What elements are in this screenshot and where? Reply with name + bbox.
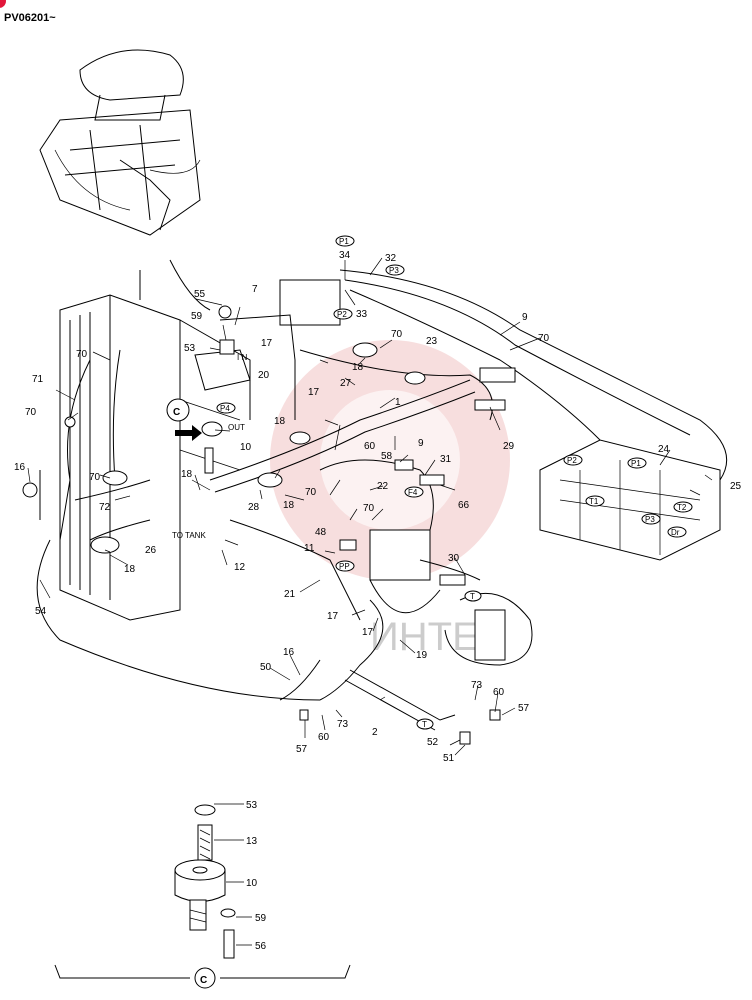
callout-17: 17 xyxy=(362,627,374,638)
callout-70: 70 xyxy=(363,503,375,514)
detail-view-c: C 53 13 10 59 56 xyxy=(54,800,351,989)
port-tag: T xyxy=(470,592,475,601)
callout-50: 50 xyxy=(260,662,272,673)
detail-callout-53: 53 xyxy=(246,800,258,811)
port-tag: P4 xyxy=(220,404,230,413)
callout-18: 18 xyxy=(352,362,364,373)
port-tag: T2 xyxy=(677,503,687,512)
callout-23: 23 xyxy=(426,336,438,347)
callout-19: 19 xyxy=(416,650,428,661)
detail-callout-56: 56 xyxy=(255,941,267,952)
port-tag: P3 xyxy=(645,515,655,524)
callout-20: 20 xyxy=(258,370,270,381)
to-tank-label: TO TANK xyxy=(172,531,206,540)
callout-60: 60 xyxy=(493,687,505,698)
detail-callout-13: 13 xyxy=(246,836,258,847)
view-arrow-icon xyxy=(175,425,202,441)
callout-17: 17 xyxy=(327,611,339,622)
radiator-assembly xyxy=(59,259,251,621)
callout-18: 18 xyxy=(181,469,193,480)
callout-16: 16 xyxy=(14,462,26,473)
callout-55: 55 xyxy=(194,289,206,300)
callout-57: 57 xyxy=(296,744,308,755)
callout-25: 25 xyxy=(730,481,742,492)
port-tag: Dr xyxy=(671,528,680,537)
port-tag: P2 xyxy=(567,456,577,465)
callout-70: 70 xyxy=(89,472,101,483)
detail-view-tag: C xyxy=(200,975,207,986)
callout-31: 31 xyxy=(440,454,452,465)
callout-73: 73 xyxy=(471,680,483,691)
callout-58: 58 xyxy=(381,451,393,462)
callout-21: 21 xyxy=(284,589,296,600)
detail-callout-59: 59 xyxy=(255,913,267,924)
serial-number: PV06201~ xyxy=(4,12,56,24)
callout-12: 12 xyxy=(234,562,246,573)
port-tag: T1 xyxy=(589,497,599,506)
port-tag: F4 xyxy=(408,488,418,497)
callout-22: 22 xyxy=(377,481,389,492)
out-label: OUT xyxy=(228,423,245,432)
watermark-logo: ИНТЕХ xyxy=(270,340,510,659)
callout-70: 70 xyxy=(25,407,37,418)
clamps-and-fittings xyxy=(22,305,516,745)
view-c-marker: C xyxy=(166,398,202,441)
in-label: I N xyxy=(237,353,247,362)
callout-53: 53 xyxy=(184,343,196,354)
callout-11: 11 xyxy=(304,543,315,554)
callout-33: 33 xyxy=(356,309,368,320)
callout-29: 29 xyxy=(503,441,515,452)
callout-70: 70 xyxy=(76,349,88,360)
callout-34: 34 xyxy=(339,250,351,261)
callout-48: 48 xyxy=(315,527,327,538)
callout-51: 51 xyxy=(443,753,455,764)
corner-badge xyxy=(0,0,6,8)
port-tag: T xyxy=(422,720,427,729)
callout-26: 26 xyxy=(145,545,157,556)
detail-callout-10: 10 xyxy=(246,878,258,889)
callout-1: 1 xyxy=(395,397,401,408)
callout-7: 7 xyxy=(252,284,258,295)
callout-18: 18 xyxy=(124,564,136,575)
callout-18: 18 xyxy=(283,500,295,511)
callout-60: 60 xyxy=(364,441,376,452)
callout-71: 71 xyxy=(32,374,44,385)
callout-10: 10 xyxy=(240,442,252,453)
callout-9: 9 xyxy=(522,312,528,323)
callout-9: 9 xyxy=(418,438,424,449)
callout-73: 73 xyxy=(337,719,349,730)
port-tag: P2 xyxy=(337,310,347,319)
callout-70: 70 xyxy=(391,329,403,340)
callout-70: 70 xyxy=(538,333,550,344)
port-tag: P1 xyxy=(339,237,349,246)
callout-16: 16 xyxy=(283,647,295,658)
callout-66: 66 xyxy=(458,500,470,511)
callout-2: 2 xyxy=(372,727,378,738)
callout-28: 28 xyxy=(248,502,260,513)
callout-70: 70 xyxy=(305,487,317,498)
callout-17: 17 xyxy=(308,387,320,398)
callout-52: 52 xyxy=(427,737,439,748)
callout-57: 57 xyxy=(518,703,530,714)
machine-inset-sketch xyxy=(39,49,201,236)
port-tag: P3 xyxy=(389,266,399,275)
callout-72: 72 xyxy=(99,502,111,513)
svg-text:C: C xyxy=(173,407,180,418)
callout-30: 30 xyxy=(448,553,460,564)
callout-24: 24 xyxy=(658,444,670,455)
port-tags: P1 P3 P2 P4 F4 PP T T P2 P1 T1 T2 P3 Dr xyxy=(216,235,693,730)
port-tag: P1 xyxy=(631,459,641,468)
callout-27: 27 xyxy=(340,378,352,389)
callout-32: 32 xyxy=(385,253,397,264)
leader-lines xyxy=(27,257,713,756)
callout-17: 17 xyxy=(261,338,273,349)
callout-18: 18 xyxy=(274,416,286,427)
port-tag: PP xyxy=(339,562,350,571)
callout-59: 59 xyxy=(191,311,203,322)
callout-54: 54 xyxy=(35,606,47,617)
callout-numbers: 1 2 7 9 9 10 11 12 16 16 17 17 17 17 18 … xyxy=(14,250,742,764)
callout-60: 60 xyxy=(318,732,330,743)
